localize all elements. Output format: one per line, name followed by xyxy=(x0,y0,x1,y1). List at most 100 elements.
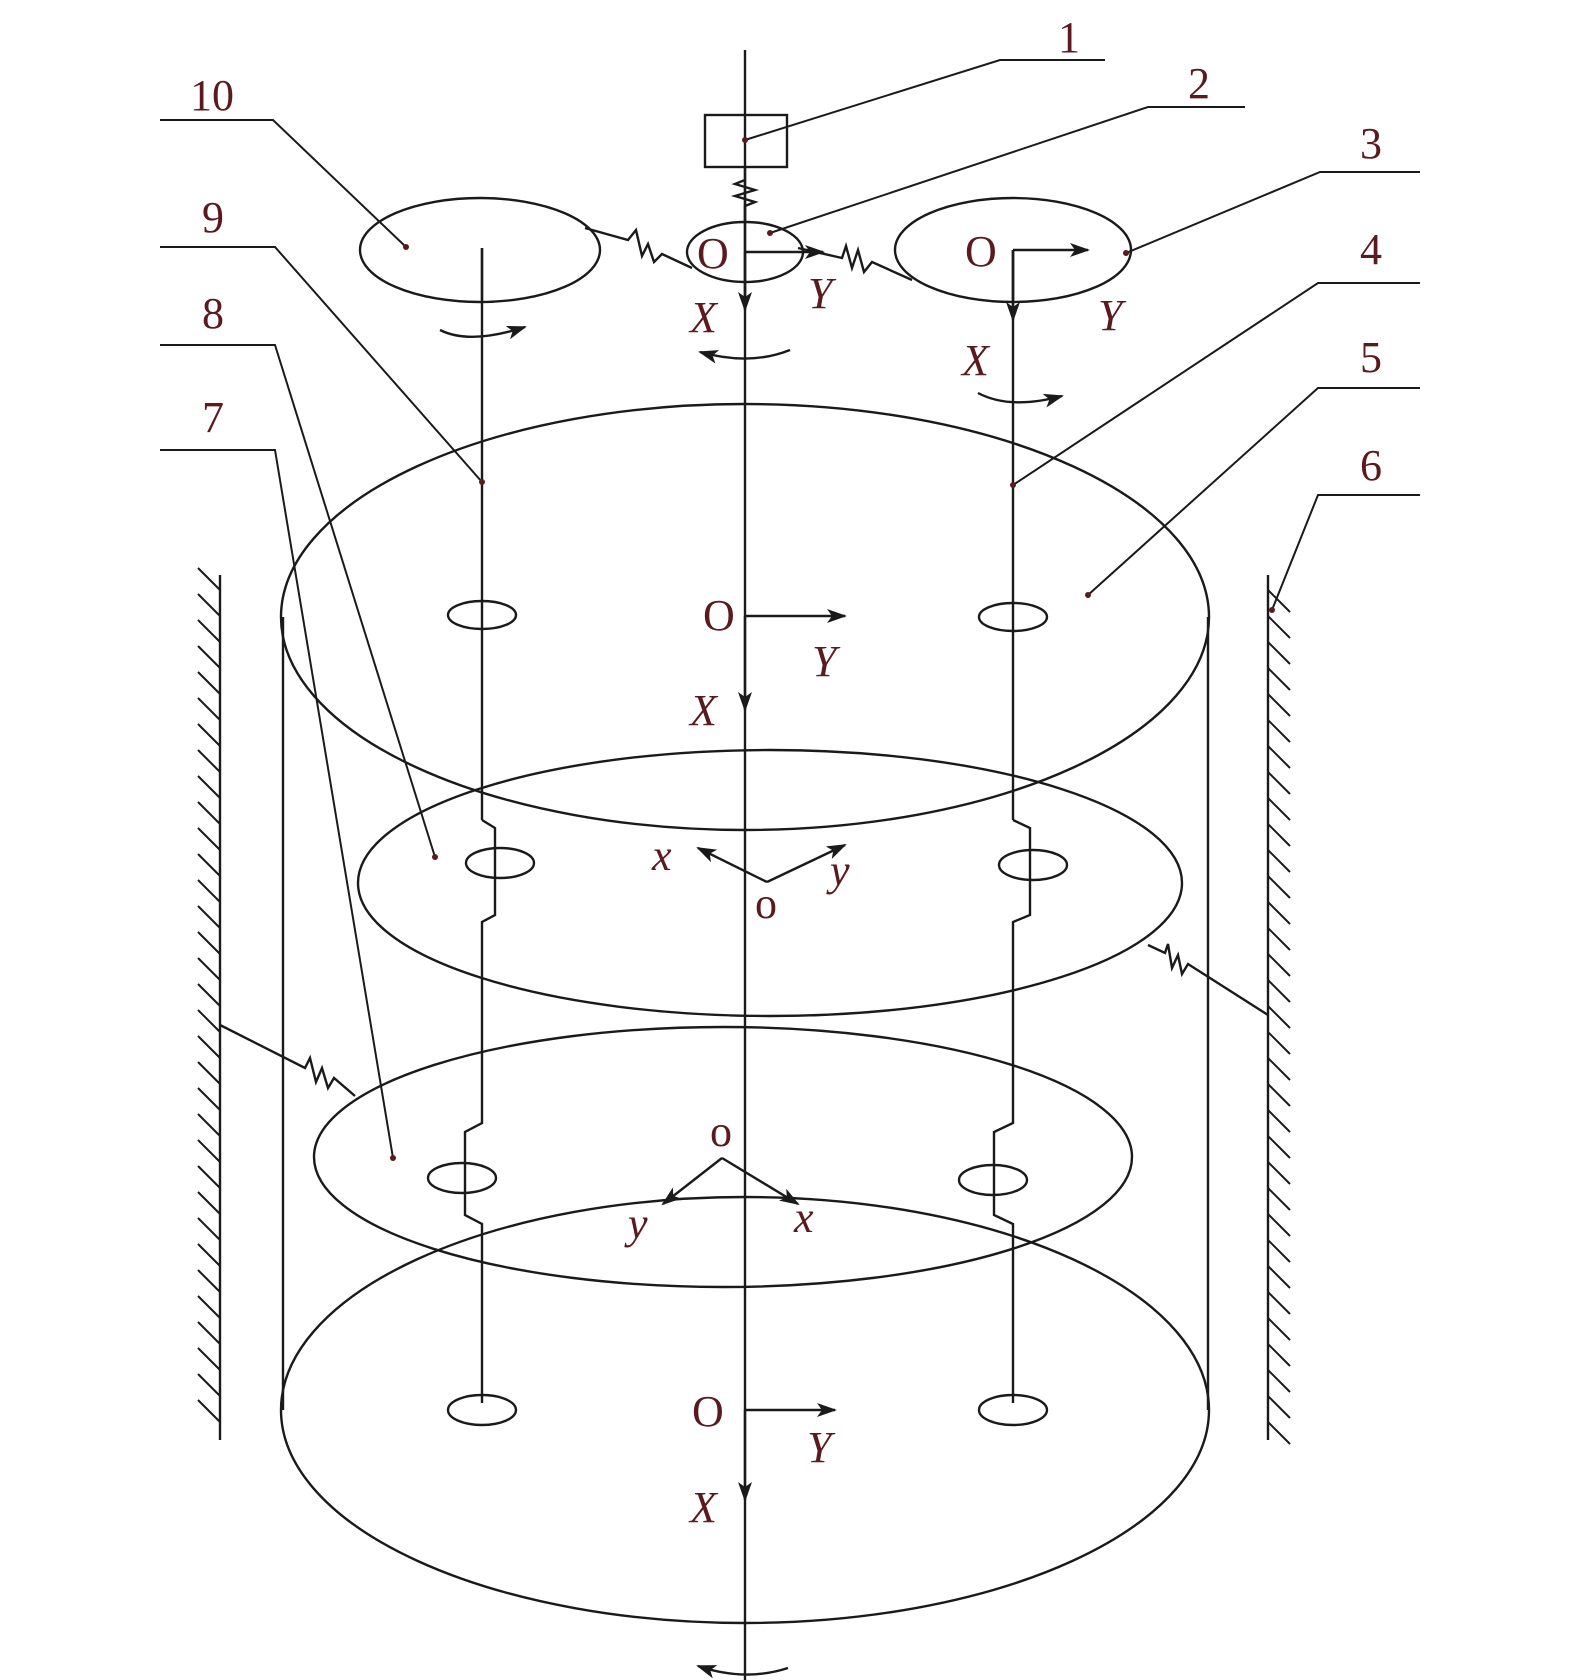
right-wall-hatch-line xyxy=(1267,1421,1291,1445)
right-wall-hatch-line xyxy=(1267,771,1291,795)
left-wall-hatch-line xyxy=(197,619,221,643)
bottom-disk-origin-label: O xyxy=(692,1387,724,1436)
bottom-disk-x-label: X xyxy=(688,1483,719,1532)
lower-disk-y-label: y xyxy=(624,1199,648,1248)
callout-8: 8 xyxy=(202,289,224,338)
upper-disk-y-label: Y xyxy=(812,637,841,686)
right-wall-hatch-line xyxy=(1267,1239,1291,1263)
right-wall-hatch-line xyxy=(1267,1265,1291,1289)
right-wall-hatch-line xyxy=(1267,589,1291,613)
rotation-arrow-right xyxy=(977,391,1064,408)
left-wall-hatch-line xyxy=(197,1269,221,1293)
upper-disk-x-label: X xyxy=(688,686,719,735)
left-wall-hatch-line xyxy=(197,1165,221,1189)
left-wall-hatch-line xyxy=(197,645,221,669)
left-wall-hatch-line xyxy=(197,827,221,851)
right-wall-hatch-line xyxy=(1267,1109,1291,1133)
middle-disk-origin-label: o xyxy=(755,879,777,928)
leader-dots xyxy=(390,137,1275,1161)
left-wall-hatch-line xyxy=(197,853,221,877)
callout-5: 5 xyxy=(1360,333,1382,382)
axis-labels: O Y X O Y X O Y X o x y o y x O Y X xyxy=(624,227,1127,1532)
leader-lines xyxy=(160,59,1420,1159)
center-gear-x-label: X xyxy=(688,293,719,342)
left-wall-hatch-line xyxy=(197,671,221,695)
springs xyxy=(219,167,1269,1097)
left-wall-hatch-line xyxy=(197,957,221,981)
left-wall-hatch-line xyxy=(197,723,221,747)
middle-disk xyxy=(356,748,1184,1018)
right-wall-hatch-line xyxy=(1267,1291,1291,1315)
left-wall-hatch-line xyxy=(197,1061,221,1085)
left-wall-hatch-line xyxy=(197,697,221,721)
callout-2: 2 xyxy=(1188,59,1210,108)
left-wall-hatch-line xyxy=(197,1191,221,1215)
right-wall-hatch-line xyxy=(1267,797,1291,821)
axes xyxy=(661,243,1090,1502)
lower-disk xyxy=(312,1025,1134,1289)
right-wall-hatch-line xyxy=(1267,1343,1291,1367)
rotation-arrow-bottom xyxy=(696,1664,789,1679)
right-wall-hatch-line xyxy=(1267,1395,1291,1419)
right-wall-hatch-line xyxy=(1267,1187,1291,1211)
right-wall-hatch-line xyxy=(1267,1135,1291,1159)
right-wall-hatch-line xyxy=(1267,1161,1291,1185)
right-wall xyxy=(1266,575,1291,1445)
right-planet-x-label: X xyxy=(960,336,991,385)
bottom-disk-y-label: Y xyxy=(807,1423,836,1472)
right-wall-hatch-line xyxy=(1267,1369,1291,1393)
right-wall-hatch-line xyxy=(1267,953,1291,977)
callout-7: 7 xyxy=(202,393,224,442)
right-wall-hatch-line xyxy=(1267,1057,1291,1081)
right-wall-hatch-line xyxy=(1267,615,1291,639)
left-wall-hatch-line xyxy=(197,1347,221,1371)
left-wall-hatch-line xyxy=(197,879,221,903)
callout-9: 9 xyxy=(202,193,224,242)
lower-disk-x-label: x xyxy=(793,1193,814,1242)
center-gear-origin-label: O xyxy=(697,229,729,278)
callout-10: 10 xyxy=(190,71,234,120)
left-wall-hatch-line xyxy=(197,1399,221,1423)
left-wall-hatch-line xyxy=(197,775,221,799)
right-wall-hatch-line xyxy=(1267,1031,1291,1055)
right-wall-hatch-line xyxy=(1267,693,1291,717)
left-wall-hatch-line xyxy=(197,1243,221,1267)
right-wall-hatch-line xyxy=(1267,979,1291,1003)
left-planet-shaft xyxy=(426,248,536,1427)
left-wall xyxy=(197,567,222,1440)
right-wall-hatch-line xyxy=(1267,641,1291,665)
middle-disk-y-label: y xyxy=(826,846,850,895)
rotation-arrow-left xyxy=(439,325,527,340)
left-wall-hatch-line xyxy=(197,1139,221,1163)
center-gear-y-label: Y xyxy=(808,269,837,318)
right-wall-hatch-line xyxy=(1267,901,1291,925)
upper-disk-origin-label: O xyxy=(703,591,735,640)
right-wall-hatch-line xyxy=(1267,927,1291,951)
right-wall-hatch-line xyxy=(1267,1317,1291,1341)
right-wall-hatch-line xyxy=(1267,849,1291,873)
left-planet-gear xyxy=(358,196,602,304)
right-wall-hatch-line xyxy=(1267,1213,1291,1237)
left-wall-hatch-line xyxy=(197,1373,221,1397)
callout-6: 6 xyxy=(1360,441,1382,490)
left-wall-hatch-line xyxy=(197,905,221,929)
left-wall-hatch-line xyxy=(197,1035,221,1059)
left-wall-hatch-line xyxy=(197,1009,221,1033)
right-planet-y-label: Y xyxy=(1098,291,1127,340)
rotation-arrow-center xyxy=(698,348,791,364)
left-wall-hatch-line xyxy=(197,1217,221,1241)
left-wall-hatch-line xyxy=(197,1321,221,1345)
callout-numbers: 1 2 3 4 5 6 7 8 9 10 xyxy=(190,13,1382,490)
left-wall-hatch-line xyxy=(197,1295,221,1319)
right-wall-hatch-line xyxy=(1267,1005,1291,1029)
right-wall-hatch-line xyxy=(1267,823,1291,847)
right-wall-hatch-line xyxy=(1267,875,1291,899)
left-wall-hatch-line xyxy=(197,1113,221,1137)
callout-1: 1 xyxy=(1058,13,1080,62)
right-wall-hatch-line xyxy=(1267,1083,1291,1107)
left-wall-hatch-line xyxy=(197,749,221,773)
right-planet-origin-label: O xyxy=(965,227,997,276)
left-wall-hatch-line xyxy=(197,801,221,825)
